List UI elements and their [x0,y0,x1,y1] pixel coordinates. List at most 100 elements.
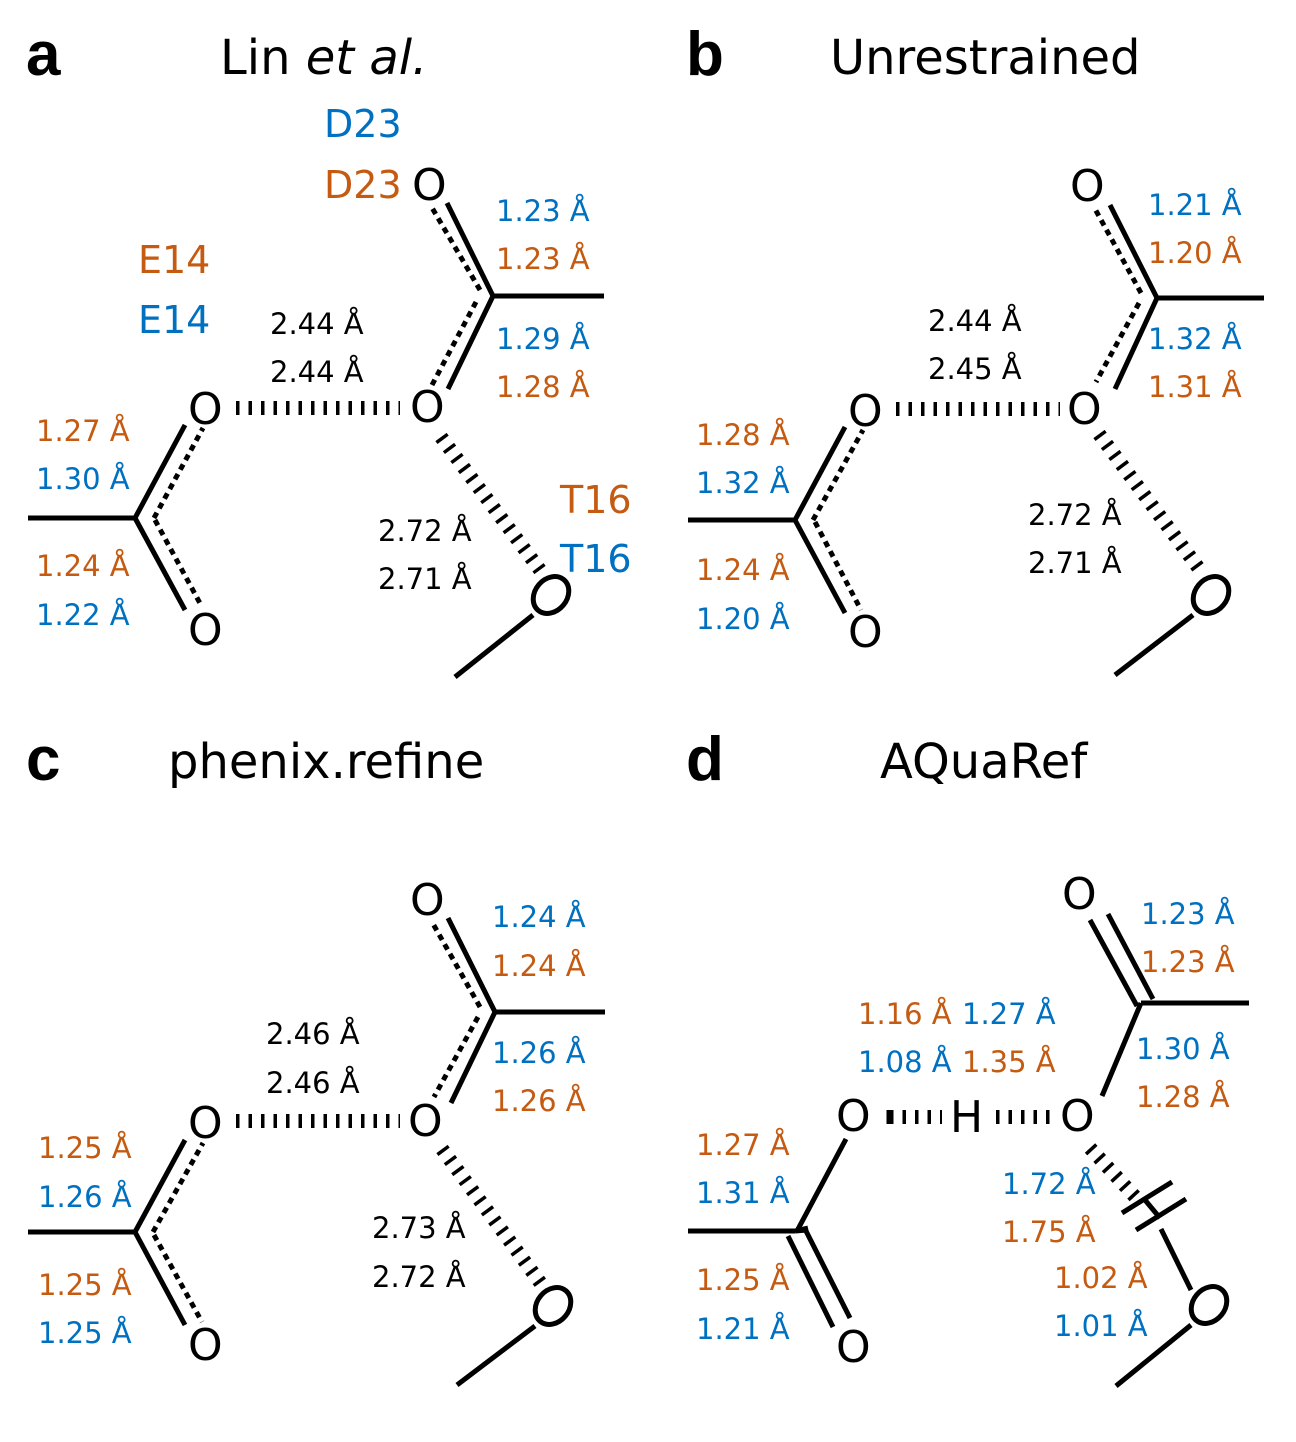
hydrogen-bond [1093,429,1206,575]
bond-length-label: 1.28 Å [496,370,590,404]
bond-c-o [1112,296,1160,391]
hydrogen-atom: H [950,1092,983,1143]
panel-title: Lin et al. [220,30,427,86]
oxygen-atom: O [836,1322,871,1373]
distance-label: 2.72 Å [1028,498,1122,532]
hydrogen-atom-bar [1143,1198,1162,1220]
bond-length-label: 1.20 Å [696,602,790,636]
oxygen-atom: O [410,382,445,433]
oxygen-atom-ring [530,574,572,616]
bond-c-o [453,613,535,679]
oxygen-atom: O [188,1320,223,1371]
bond-c-o [132,516,188,612]
distance-label: 2.71 Å [1028,546,1122,580]
oxygen-atom-ring [532,1285,574,1327]
partial-bond [429,920,483,1009]
distance-label: 2.72 Å [378,514,472,548]
bond-c-o [1107,203,1160,300]
partial-bond [151,1233,205,1324]
bond-length-label: 1.08 Å [858,1045,952,1079]
bond-c-o [448,1010,498,1105]
panel-letter: c [26,725,60,794]
bond-length-label: 1.26 Å [38,1180,132,1214]
hydrogen-bond [436,1144,548,1290]
bond-length-label: 1.35 Å [962,1045,1056,1079]
bond-length-label: 1.25 Å [38,1316,132,1350]
bond-length-label: 1.24 Å [492,949,586,983]
bond-length-label: 1.24 Å [492,900,586,934]
panel-letter: d [686,725,724,794]
bond-c-o [444,201,496,298]
distance-label: 2.45 Å [928,352,1022,386]
distance-label: 2.44 Å [270,307,364,341]
bond-c-o [792,425,848,522]
oxygen-atom: O [1067,384,1102,435]
panel-d: d AQuaRef O O O O H 1.23 Å 1.23 Å 1.30 [686,725,1249,1388]
bond-c-o [455,1324,537,1387]
bond-length-label: 1.24 Å [696,553,790,587]
bond-length-label: 1.23 Å [496,194,590,228]
oxygen-atom: O [848,607,883,658]
bond-length-label: 1.26 Å [492,1084,586,1118]
partial-bond [1091,205,1144,295]
bond-length-label: 1.28 Å [1136,1080,1230,1114]
bond-length-label: 1.31 Å [1148,370,1242,404]
oxygen-atom: O [836,1091,871,1142]
bond-length-label: 1.21 Å [1148,188,1242,222]
bond-c-o [132,423,188,520]
bond-length-label: 1.29 Å [496,322,590,356]
oxygen-atom: O [1062,869,1097,920]
bond-c-o-double [1105,912,1156,1001]
distance-label: 2.44 Å [928,304,1022,338]
residue-label-e14: E14 [138,238,210,282]
bond-length-label: 1.20 Å [1148,236,1242,270]
distance-label: 2.46 Å [266,1066,360,1100]
distance-label: 2.73 Å [372,1211,466,1245]
partial-bond [152,518,205,609]
oxygen-atom: O [188,605,223,656]
bond-length-label: 1.02 Å [1054,1261,1148,1295]
oxygen-atom: O [188,384,223,435]
residue-label-t16: T16 [559,537,632,581]
bond-c-o-double [802,1227,853,1320]
oxygen-atom: O [412,160,447,211]
bond-length-label: 1.01 Å [1054,1309,1148,1343]
panel-c: c phenix.refine O O O O 1.24 Å 1.24 Å 1.… [26,725,605,1387]
partial-bond [1093,301,1142,384]
bond-length-label: 1.30 Å [36,462,130,496]
partial-bond [812,520,864,612]
bond-length-label: 1.25 Å [696,1263,790,1297]
bond-c-o [792,518,848,615]
oxygen-atom: O [410,875,445,926]
oxygen-atom-ring [1188,1284,1230,1326]
panel-b: b Unrestrained O O O O 1.21 Å 1.20 Å 1.3… [686,20,1264,677]
bond-length-label: 1.22 Å [36,598,130,632]
distance-label: 2.71 Å [378,562,472,596]
hydrogen-atom-bar [1120,1179,1174,1216]
bond-length-label: 1.24 Å [36,549,130,583]
residue-label-e14: E14 [138,298,210,342]
residue-label-t16: T16 [559,478,632,522]
oxygen-atom: O [1060,1091,1095,1142]
oxygen-atom: O [408,1096,443,1147]
bond-length-label: 1.16 Å [858,997,952,1031]
bond-length-label: 1.26 Å [492,1036,586,1070]
panel-title: phenix.refine [168,734,484,790]
bond-c-o [445,294,496,391]
oxygen-atom: O [848,386,883,437]
distance-label: 1.75 Å [1002,1215,1096,1249]
panel-letter: b [686,20,724,89]
bond-length-label: 1.21 Å [696,1312,790,1346]
partial-bond [428,204,483,292]
bond-o-h [1158,1227,1194,1292]
bond-c-o [132,1138,188,1234]
hydrogen-atom-bar [1134,1196,1188,1233]
bond-length-label: 1.23 Å [1141,897,1235,931]
hydrogen-bond [435,432,546,575]
bond-length-label: 1.27 Å [36,414,130,448]
bond-length-label: 1.31 Å [696,1176,790,1210]
bond-length-label: 1.23 Å [1141,945,1235,979]
bond-length-label: 1.32 Å [1148,322,1242,356]
bond-length-label: 1.27 Å [962,997,1056,1031]
